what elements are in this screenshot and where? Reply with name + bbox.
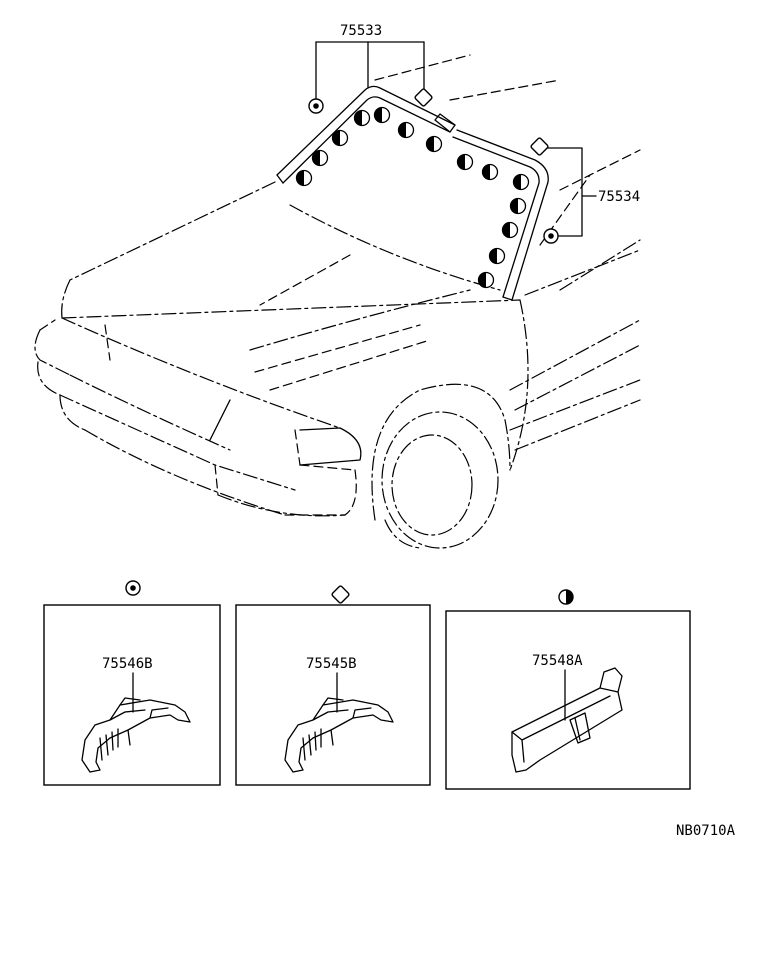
half-circle-icon xyxy=(456,153,474,171)
callout-leaders xyxy=(315,41,597,237)
half-circle-icon xyxy=(512,173,530,191)
half-circle-icon xyxy=(558,589,574,605)
dot-in-circle-icon xyxy=(125,580,141,596)
half-circle-icon xyxy=(425,135,443,153)
clip-75548A-drawing xyxy=(511,667,623,773)
half-circle-icon xyxy=(331,129,349,147)
detail-box-75546B: 75546B xyxy=(43,604,221,786)
callout-75533: 75533 xyxy=(340,23,382,39)
half-circle-icon xyxy=(397,121,415,139)
windshield-molding-upper xyxy=(276,85,456,184)
half-circle-icon xyxy=(481,163,499,181)
dot-in-circle-icon xyxy=(543,228,559,244)
car-body-outline xyxy=(34,54,641,549)
part-number-75548A: 75548A xyxy=(532,653,583,669)
diamond-icon xyxy=(414,88,433,107)
half-circle-icon xyxy=(488,247,506,265)
detail-box-75548A: 75548A xyxy=(445,610,691,790)
clip-position-markers xyxy=(295,106,530,289)
diamond-icon xyxy=(331,585,350,604)
half-circle-icon xyxy=(295,169,313,187)
windshield-molding-side xyxy=(452,129,549,301)
drawing-code: NB0710A xyxy=(676,823,736,839)
part-number-75546B: 75546B xyxy=(102,656,153,672)
callout-75534: 75534 xyxy=(598,189,640,205)
half-circle-icon xyxy=(311,149,329,167)
half-circle-icon xyxy=(373,106,391,124)
diamond-icon xyxy=(530,137,549,156)
half-circle-icon xyxy=(509,197,527,215)
part-number-75545B: 75545B xyxy=(306,656,357,672)
clip-75545B-drawing xyxy=(284,697,394,773)
clip-75546B-drawing xyxy=(81,697,191,773)
half-circle-icon xyxy=(353,109,371,127)
dot-in-circle-icon xyxy=(308,98,324,114)
detail-box-75545B: 75545B xyxy=(235,604,431,786)
half-circle-icon xyxy=(501,221,519,239)
half-circle-icon xyxy=(477,271,495,289)
